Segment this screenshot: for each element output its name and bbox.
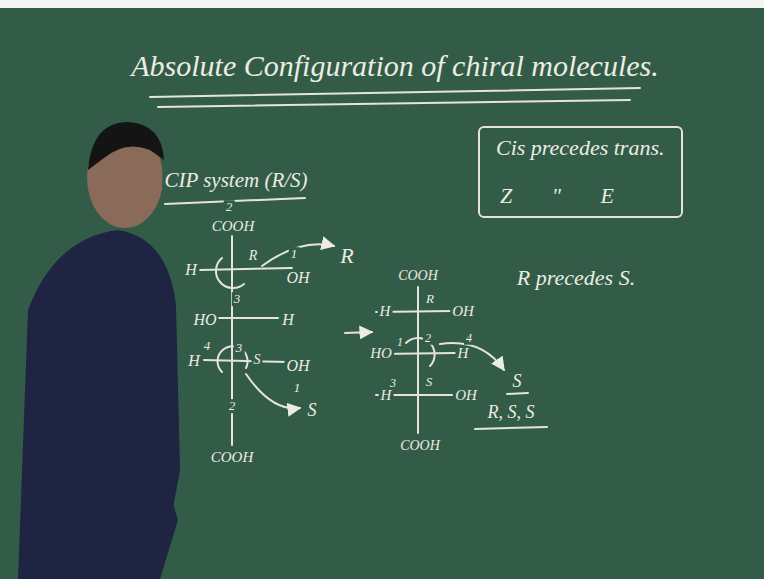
config-label: R: [247, 249, 260, 264]
config-label: S: [306, 401, 319, 420]
group-label: COOH: [396, 269, 440, 284]
priority-number: 2: [224, 200, 235, 214]
priority-number: 4: [464, 332, 474, 345]
priority-number: 4: [202, 339, 213, 353]
group-label: OH: [453, 388, 479, 404]
group-label: HO: [191, 312, 218, 329]
title-underline: [158, 100, 630, 107]
priority-number: 1: [292, 381, 303, 395]
group-label: OH: [284, 270, 311, 287]
group-label: H: [378, 304, 393, 320]
priority-number: 1: [289, 247, 300, 261]
group-label: HO: [368, 346, 394, 362]
group-label: H: [456, 346, 471, 362]
group-label: H: [183, 262, 199, 279]
group-label: COOH: [398, 439, 442, 454]
note-box: Cis precedes trans. Z " E: [478, 126, 683, 218]
group-label: COOH: [210, 219, 257, 235]
rotation-circle: [216, 258, 244, 288]
rule-text: R precedes S.: [515, 266, 637, 289]
config-label: R: [424, 292, 436, 306]
priority-number: 3: [232, 292, 243, 306]
cip-underline: [165, 198, 305, 204]
config-label: S: [511, 372, 524, 391]
group-label: OH: [450, 304, 476, 320]
box-text: Z " E: [496, 184, 665, 208]
result-label: R, S, S: [486, 403, 537, 422]
result-underline: [475, 427, 547, 429]
fischer-horizontal: [200, 268, 292, 270]
group-label: H: [280, 312, 296, 329]
group-label: OH: [284, 358, 311, 375]
title-underline: [150, 88, 640, 97]
rotation-arrow: [440, 343, 504, 370]
group-label: H: [379, 388, 394, 404]
s-underline: [507, 393, 528, 394]
fischer-vertical: [231, 236, 233, 445]
rotation-arrow: [262, 244, 334, 266]
config-label: R: [338, 244, 355, 267]
priority-number: 1: [395, 336, 405, 349]
fischer-horizontal: [216, 317, 278, 319]
video-top-strip: [0, 0, 764, 8]
config-label: S: [424, 375, 435, 389]
heading: CIP system (R/S): [162, 169, 309, 191]
group-label: COOH: [209, 450, 256, 466]
priority-number: 2: [423, 332, 433, 345]
title: Absolute Configuration of chiral molecul…: [129, 50, 660, 82]
lecturer: [18, 122, 180, 579]
group-label: H: [186, 353, 202, 370]
fischer-vertical: [417, 287, 419, 433]
priority-number: 3: [234, 341, 245, 355]
box-text: Cis precedes trans.: [496, 136, 665, 160]
config-label: S: [252, 353, 263, 368]
transform-arrow: [345, 332, 372, 333]
priority-number: 2: [227, 399, 238, 413]
